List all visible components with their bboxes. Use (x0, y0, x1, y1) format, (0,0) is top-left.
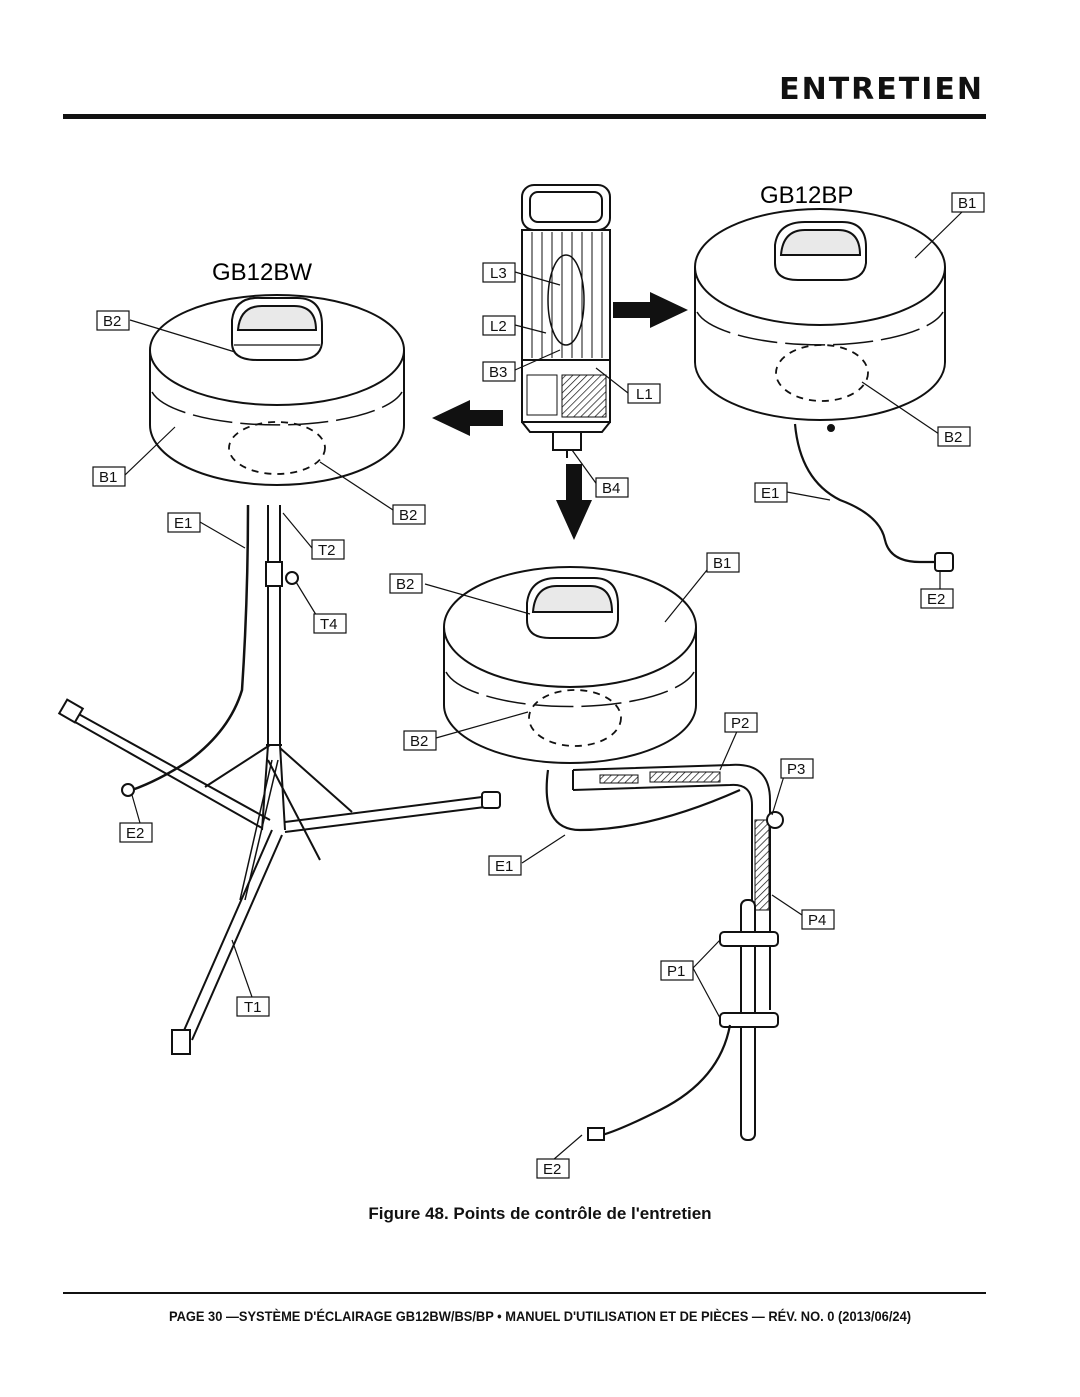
svg-text:P1: P1 (667, 963, 685, 980)
svg-text:B1: B1 (713, 555, 731, 572)
callout-b2: B2 (937, 426, 971, 447)
svg-text:L2: L2 (490, 318, 507, 335)
tripod (57, 504, 501, 1055)
svg-text:P3: P3 (787, 761, 805, 778)
arrows (432, 292, 688, 540)
lamp-unit (521, 184, 611, 458)
balloon-bottom (443, 566, 784, 1141)
callout-t2: T2 (311, 539, 345, 560)
figure-caption: Figure 48. Points de contrôle de l'entre… (368, 1204, 712, 1223)
svg-text:T1: T1 (244, 999, 262, 1016)
maintenance-figure: GB12BW GB12BP (57, 182, 985, 1179)
leaders-left (124, 319, 394, 998)
svg-text:B2: B2 (944, 429, 962, 446)
svg-text:B3: B3 (489, 364, 507, 381)
svg-text:B2: B2 (399, 507, 417, 524)
callout-p4: P4 (801, 909, 835, 930)
svg-text:E1: E1 (495, 858, 513, 875)
callout-b3: B3 (482, 361, 516, 382)
callout-b1: B1 (92, 466, 126, 487)
arrow-left (432, 400, 503, 436)
arrow-right (613, 292, 688, 328)
callout-b4: B4 (595, 477, 629, 498)
callout-e1: E1 (488, 855, 522, 876)
callout-e2: E2 (119, 822, 153, 843)
callouts: B2 B1 E1 B2 T2 T4 E2 T1 L3 L2 B3 L1 B4 B… (92, 192, 985, 1179)
header-rule (63, 114, 986, 119)
section-title: ENTRETIEN (779, 72, 984, 107)
balloon-right (694, 208, 954, 572)
svg-text:B2: B2 (396, 576, 414, 593)
leaders-bottom (424, 569, 803, 1161)
svg-text:B2: B2 (103, 313, 121, 330)
callout-e1: E1 (167, 512, 201, 533)
callout-l3: L3 (482, 262, 516, 283)
callout-e2: E2 (920, 588, 954, 609)
svg-text:B4: B4 (602, 480, 620, 497)
balloon-left (149, 294, 405, 486)
callout-b2: B2 (392, 504, 426, 525)
callout-e1: E1 (754, 482, 788, 503)
callout-p3: P3 (780, 758, 814, 779)
callout-t1: T1 (236, 996, 270, 1017)
svg-text:E1: E1 (174, 515, 192, 532)
svg-text:L3: L3 (490, 265, 507, 282)
svg-text:E2: E2 (543, 1161, 561, 1178)
callout-t4: T4 (313, 613, 347, 634)
footer-rule (63, 1292, 986, 1294)
callout-b2: B2 (403, 730, 437, 751)
svg-text:B2: B2 (410, 733, 428, 750)
arrow-down (556, 464, 592, 540)
svg-text:T2: T2 (318, 542, 336, 559)
callout-p2: P2 (724, 712, 758, 733)
svg-text:E2: E2 (927, 591, 945, 608)
leaders-right (786, 210, 964, 590)
callout-b2: B2 (389, 573, 423, 594)
callout-b2: B2 (96, 310, 130, 331)
svg-text:L1: L1 (636, 386, 653, 403)
callout-p1: P1 (660, 960, 694, 981)
svg-text:P2: P2 (731, 715, 749, 732)
svg-text:B1: B1 (99, 469, 117, 486)
callout-l2: L2 (482, 315, 516, 336)
leaders-center (514, 271, 629, 487)
svg-text:E2: E2 (126, 825, 144, 842)
svg-text:P4: P4 (808, 912, 826, 929)
callout-b1: B1 (706, 552, 740, 573)
page-footer: PAGE 30 —SYSTÈME D'ÉCLAIRAGE GB12BW/BS/B… (168, 1308, 912, 1324)
callout-l1: L1 (627, 383, 661, 404)
model-label-left: GB12BW (212, 259, 312, 286)
svg-text:E1: E1 (761, 485, 779, 502)
model-label-right: GB12BP (760, 182, 853, 209)
callout-b1: B1 (951, 192, 985, 213)
callout-e2: E2 (536, 1158, 570, 1179)
svg-text:B1: B1 (958, 195, 976, 212)
svg-text:T4: T4 (320, 616, 338, 633)
